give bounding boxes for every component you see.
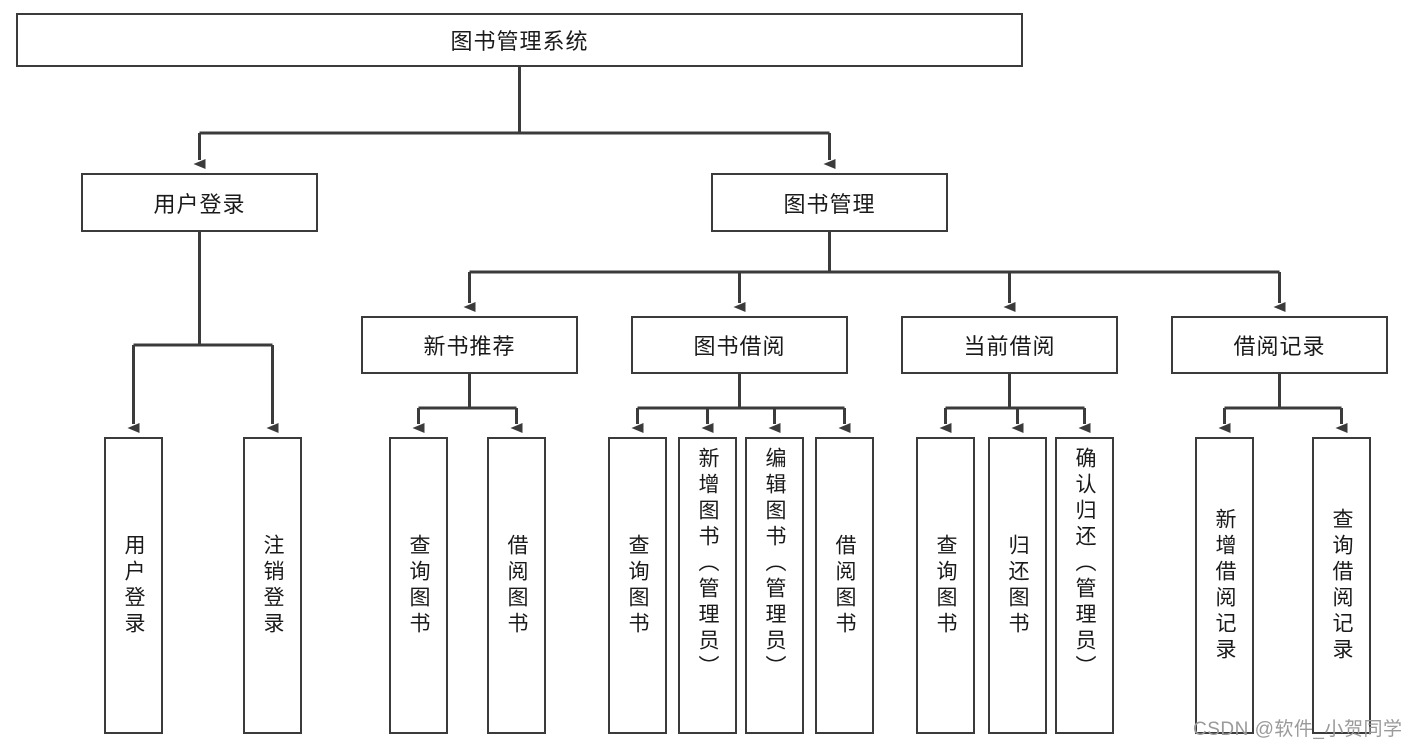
leaf-query-book-rec-label: 查询图书	[407, 533, 430, 638]
watermark-text: CSDN @软件_小贺同学	[1193, 719, 1403, 740]
leaf-borrow-book-rec[interactable]: 借阅图书	[487, 437, 546, 734]
leaf-edit-book-admin[interactable]: 编辑图书（管理员）	[745, 437, 804, 734]
node-new-book-recommend-label: 新书推荐	[423, 334, 516, 359]
leaf-logout-label: 注销登录	[261, 533, 284, 638]
leaf-edit-book-admin-label: 编辑图书（管理员）	[763, 447, 786, 681]
leaf-confirm-return-admin[interactable]: 确认归还（管理员）	[1055, 437, 1114, 734]
leaf-add-book-admin[interactable]: 新增图书（管理员）	[678, 437, 737, 734]
node-current-borrow-label: 当前借阅	[963, 334, 1056, 359]
leaf-query-book-borrow-label: 查询图书	[626, 533, 649, 638]
node-user-login-label: 用户登录	[153, 191, 246, 217]
node-current-borrow[interactable]: 当前借阅	[901, 316, 1118, 374]
leaf-logout[interactable]: 注销登录	[243, 437, 302, 734]
leaf-query-book-borrow[interactable]: 查询图书	[608, 437, 667, 734]
leaf-query-book-rec[interactable]: 查询图书	[389, 437, 448, 734]
leaf-return-book-label: 归还图书	[1006, 533, 1029, 638]
leaf-query-book-current-label: 查询图书	[934, 533, 957, 638]
node-book-borrow-label: 图书借阅	[693, 334, 786, 359]
leaf-add-borrow-record[interactable]: 新增借阅记录	[1195, 437, 1254, 734]
leaf-return-book[interactable]: 归还图书	[988, 437, 1047, 734]
node-new-book-recommend[interactable]: 新书推荐	[361, 316, 578, 374]
node-root-label: 图书管理系统	[450, 29, 589, 54]
leaf-borrow-book-borrow[interactable]: 借阅图书	[815, 437, 874, 734]
leaf-borrow-book-borrow-label: 借阅图书	[833, 533, 856, 638]
node-book-borrow[interactable]: 图书借阅	[631, 316, 848, 374]
leaf-confirm-return-admin-label: 确认归还（管理员）	[1073, 447, 1096, 681]
node-root[interactable]: 图书管理系统	[16, 13, 1023, 67]
leaf-user-login[interactable]: 用户登录	[104, 437, 163, 734]
leaf-add-book-admin-label: 新增图书（管理员）	[696, 447, 719, 681]
node-book-management[interactable]: 图书管理	[711, 173, 948, 232]
leaf-query-book-current[interactable]: 查询图书	[916, 437, 975, 734]
leaf-add-borrow-record-label: 新增借阅记录	[1213, 507, 1236, 664]
node-borrow-record[interactable]: 借阅记录	[1171, 316, 1388, 374]
leaf-borrow-book-rec-label: 借阅图书	[505, 533, 528, 638]
node-user-login[interactable]: 用户登录	[81, 173, 318, 232]
node-book-management-label: 图书管理	[783, 191, 876, 217]
leaf-query-borrow-record-label: 查询借阅记录	[1330, 507, 1353, 664]
leaf-query-borrow-record[interactable]: 查询借阅记录	[1312, 437, 1371, 734]
node-borrow-record-label: 借阅记录	[1233, 334, 1326, 359]
leaf-user-login-label: 用户登录	[122, 533, 145, 638]
